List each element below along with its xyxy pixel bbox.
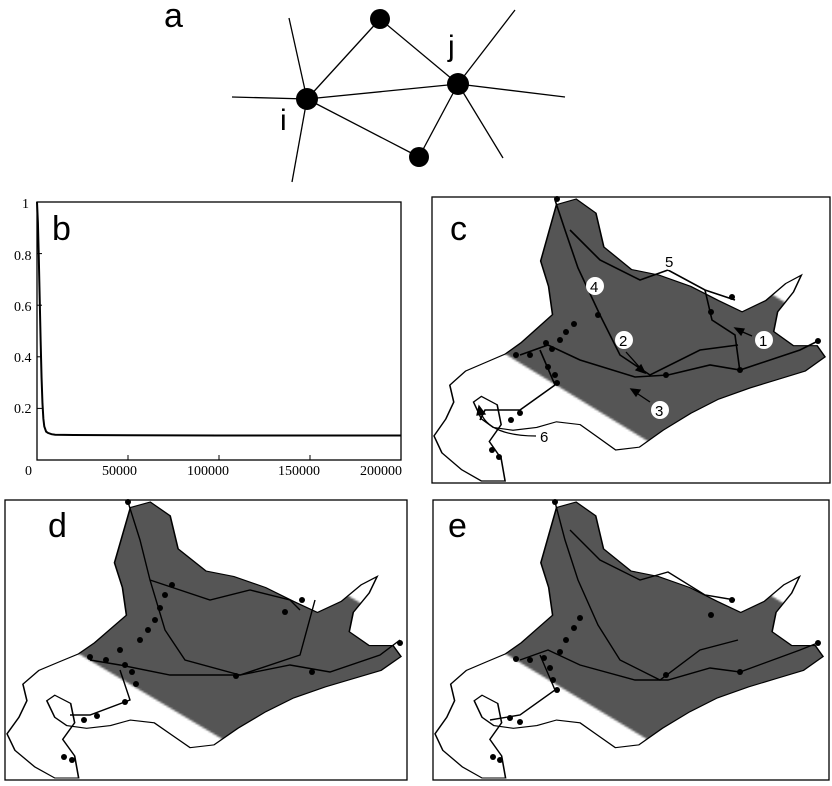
graph-node (370, 9, 390, 29)
y-tick-label: 0.8 (14, 249, 32, 264)
node-label-i: i (280, 104, 287, 137)
panel-b-letter: b (52, 210, 71, 248)
panel-a: a i j (164, 0, 566, 183)
panel-c-frame (431, 196, 831, 484)
x-axis (36, 455, 402, 460)
graph-node-i (296, 88, 318, 110)
map-island (435, 502, 823, 778)
graph-node (409, 147, 429, 167)
marker-2: 2 (619, 333, 627, 350)
marker-4: 4 (590, 279, 598, 296)
x-tick-label: 200000 (360, 464, 402, 479)
map-routes (70, 501, 401, 716)
panel-a-letter: a (164, 0, 183, 35)
node-label-j: j (447, 30, 455, 63)
marker-6: 6 (540, 429, 548, 446)
panel-e-frame (432, 499, 830, 781)
map-nodes (61, 499, 403, 763)
x-tick-label: 150000 (278, 464, 320, 479)
map-nodes (490, 499, 821, 763)
y-tick-label: 1 (22, 197, 29, 212)
panel-e: e (433, 499, 829, 780)
panel-d-frame (4, 499, 408, 781)
panel-c-letter: c (450, 210, 467, 248)
x-tick-label: 100000 (187, 464, 229, 479)
map-arrows (476, 327, 753, 437)
chart-series (36, 201, 401, 437)
x-tick-label: 50000 (102, 464, 137, 479)
map-marker-bg (538, 254, 773, 444)
map-routes (489, 501, 821, 721)
y-tick-label: 0.6 (14, 300, 32, 315)
marker-3: 3 (655, 403, 663, 420)
marker-5: 5 (665, 254, 673, 271)
x-tick-label: 0 (25, 464, 32, 479)
map-nodes (489, 196, 821, 460)
chart-frame (36, 201, 402, 461)
panel-d-letter: d (48, 507, 67, 545)
graph-edges (231, 9, 566, 183)
y-tick-label: 0.2 (14, 402, 32, 417)
graph-node-j (447, 73, 469, 95)
marker-1: 1 (759, 333, 767, 350)
panel-e-letter: e (448, 507, 467, 545)
panel-d: d (5, 499, 407, 780)
series-line-0 (36, 201, 401, 437)
panel-b: b 1 0.8 0.6 0.4 0.2 0 50000 100000 15000… (14, 197, 402, 479)
panel-c: c 1 2 3 4 5 6 (432, 196, 830, 483)
y-tick-label: 0.4 (14, 351, 32, 366)
